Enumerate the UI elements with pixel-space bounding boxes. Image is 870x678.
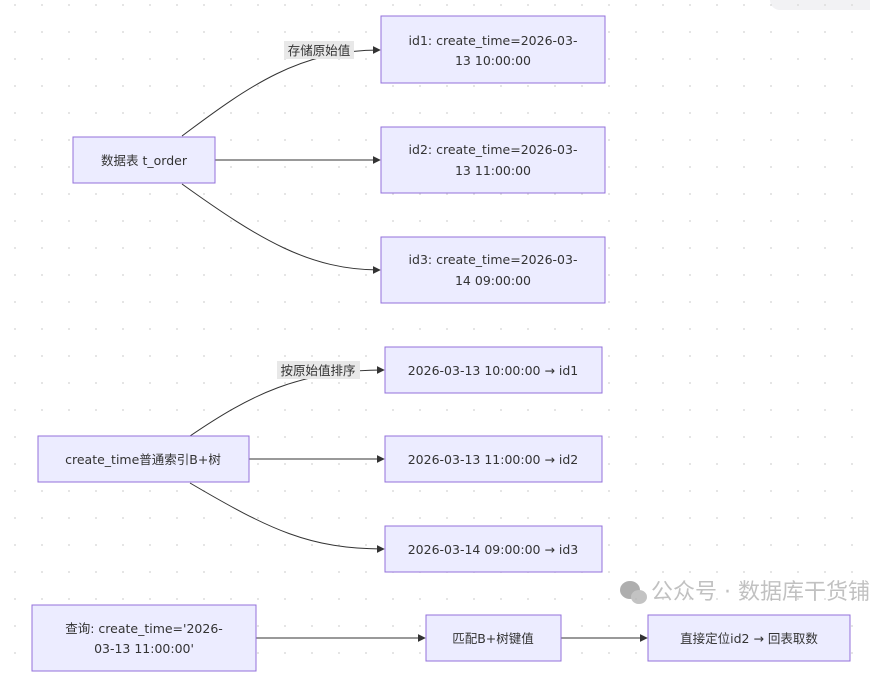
- wechat-icon: [620, 581, 647, 604]
- node-key-2[interactable]: 2026-03-13 11:00:00 → id2: [384, 435, 603, 483]
- edge-table-id3: [181, 183, 381, 274]
- svg-text:id1: create_time=2026-03-: id1: create_time=2026-03-: [409, 33, 578, 48]
- node-query[interactable]: 查询: create_time='2026- 03-13 11:00:00': [31, 604, 257, 672]
- svg-text:id2: create_time=2026-03-: id2: create_time=2026-03-: [409, 142, 578, 157]
- watermark: 公众号 · 数据库干货铺: [620, 580, 870, 605]
- svg-text:03-13 11:00:00': 03-13 11:00:00': [94, 641, 194, 656]
- svg-text:存储原始值: 存储原始值: [288, 43, 351, 58]
- node-id1[interactable]: id1: create_time=2026-03- 13 10:00:00: [380, 15, 606, 84]
- svg-text:2026-03-13 11:00:00 → id2: 2026-03-13 11:00:00 → id2: [408, 452, 579, 467]
- svg-text:数据表 t_order: 数据表 t_order: [101, 153, 188, 168]
- svg-text:id3: create_time=2026-03-: id3: create_time=2026-03-: [409, 252, 578, 267]
- edge-label-store: 存储原始值: [284, 41, 354, 59]
- node-id3[interactable]: id3: create_time=2026-03- 14 09:00:00: [380, 236, 606, 304]
- node-id2[interactable]: id2: create_time=2026-03- 13 11:00:00: [380, 126, 606, 194]
- svg-text:13 11:00:00: 13 11:00:00: [455, 163, 531, 178]
- svg-text:直接定位id2 → 回表取数: 直接定位id2 → 回表取数: [680, 631, 818, 646]
- node-match[interactable]: 匹配B+树键值: [425, 614, 562, 662]
- svg-text:2026-03-13 10:00:00 → id1: 2026-03-13 10:00:00 → id1: [408, 363, 579, 378]
- node-locate[interactable]: 直接定位id2 → 回表取数: [647, 614, 851, 662]
- svg-text:2026-03-14 09:00:00 → id3: 2026-03-14 09:00:00 → id3: [408, 542, 579, 557]
- svg-text:create_time普通索引B+树: create_time普通索引B+树: [65, 452, 221, 467]
- svg-text:匹配B+树键值: 匹配B+树键值: [452, 631, 534, 646]
- watermark-text: 公众号 · 数据库干货铺: [651, 580, 870, 605]
- edge-index-k3: [189, 482, 385, 553]
- node-table[interactable]: 数据表 t_order: [72, 136, 216, 184]
- edge-label-sort: 按原始值排序: [277, 361, 360, 379]
- svg-text:按原始值排序: 按原始值排序: [280, 363, 355, 378]
- node-index[interactable]: create_time普通索引B+树: [37, 435, 250, 483]
- node-key-3[interactable]: 2026-03-14 09:00:00 → id3: [384, 525, 603, 573]
- svg-text:查询: create_time='2026-: 查询: create_time='2026-: [65, 621, 223, 636]
- node-key-1[interactable]: 2026-03-13 10:00:00 → id1: [384, 346, 603, 394]
- svg-text:13 10:00:00: 13 10:00:00: [455, 53, 531, 68]
- svg-text:14 09:00:00: 14 09:00:00: [455, 273, 531, 288]
